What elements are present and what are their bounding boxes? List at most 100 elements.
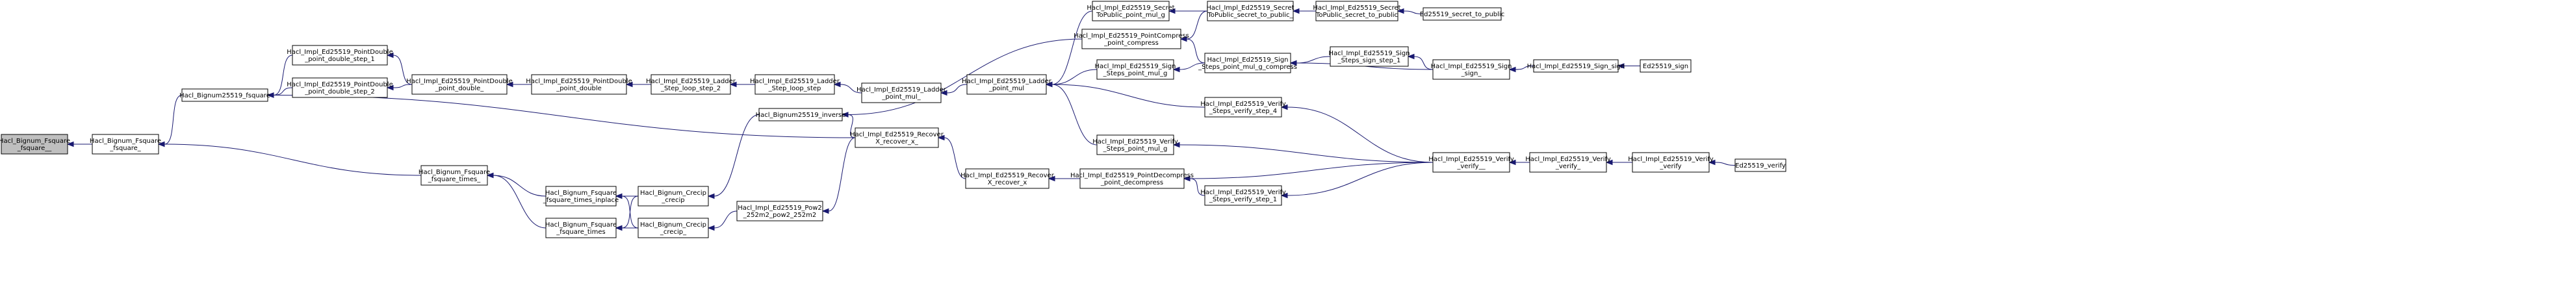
node-label: Hacl_Impl_Ed25519_Sign xyxy=(1207,57,1288,64)
node-label: Hacl_Impl_Ed25519_Pow2 xyxy=(738,205,822,212)
graph-node[interactable]: Hacl_Bignum_Crecip_crecip_ xyxy=(638,218,709,238)
graph-node[interactable]: Hacl_Impl_Ed25519_SecretToPublic_secret_… xyxy=(1206,1,1294,21)
graph-node[interactable]: Hacl_Impl_Ed25519_Sign_sign xyxy=(1527,59,1625,73)
node-label: Hacl_Impl_Ed25519_PointDecompress xyxy=(1070,172,1194,179)
graph-node[interactable]: Hacl_Bignum_Fsquare_fsquare_times_inplac… xyxy=(543,186,619,207)
graph-node[interactable]: Hacl_Bignum_Fsquare_fsquare_ xyxy=(90,134,161,155)
graph-node[interactable]: Hacl_Impl_Ed25519_SecretToPublic_secret_… xyxy=(1313,1,1401,21)
graph-node[interactable]: Hacl_Impl_Ed25519_Verify_verify_ xyxy=(1525,152,1611,173)
graph-node[interactable]: Hacl_Impl_Ed25519_PointDouble_point_doub… xyxy=(287,45,393,66)
edge-arrowhead xyxy=(1179,36,1187,42)
graph-node[interactable]: Hacl_Bignum25519_fsquare xyxy=(179,88,270,102)
graph-node[interactable]: Hacl_Impl_Ed25519_PointDecompress_point_… xyxy=(1070,168,1194,189)
node-box xyxy=(1092,1,1170,21)
graph-node[interactable]: Hacl_Impl_Ed25519_Verify_Steps_verify_st… xyxy=(1200,97,1286,118)
graph-node[interactable]: Hacl_Impl_Ed25519_Ladder_Step_loop_step xyxy=(750,74,840,95)
graph-node[interactable]: Hacl_Impl_Ed25519_Sign_Steps_point_mul_g xyxy=(1094,59,1176,80)
graph-node[interactable]: Ed25519_verify xyxy=(1734,158,1786,172)
graph-node[interactable]: Hacl_Bignum25519_inverse xyxy=(756,108,846,121)
graph-node[interactable]: Hacl_Impl_Ed25519_Ladder_point_mul_ xyxy=(857,82,947,103)
node-box xyxy=(1315,1,1398,21)
edge-arrowhead xyxy=(1605,159,1613,166)
edge-arrowhead xyxy=(1292,8,1300,14)
graph-node[interactable]: Hacl_Impl_Ed25519_Sign_Steps_sign_step_1 xyxy=(1328,46,1410,67)
edge-arrowhead xyxy=(841,112,849,118)
edge-arrowhead xyxy=(157,141,165,147)
node-label: Hacl_Bignum_Fsquare xyxy=(419,169,490,176)
node-label: _fsquare_ xyxy=(109,145,142,152)
graph-edge xyxy=(1051,10,1093,85)
node-box xyxy=(92,134,159,155)
graph-node[interactable]: Hacl_Impl_Ed25519_Verify_verify__ xyxy=(1428,152,1514,173)
edge-arrowhead xyxy=(386,52,394,58)
graph-node[interactable]: Hacl_Bignum_Fsquare_fsquare_times_ xyxy=(419,165,490,186)
node-label: _Steps_verify_step_4 xyxy=(1209,108,1277,115)
node-box xyxy=(1081,29,1181,49)
node-label: _point_double_ xyxy=(435,85,485,92)
graph-node[interactable]: Ed25519_secret_to_public xyxy=(1420,7,1504,21)
node-box xyxy=(736,201,823,221)
graph-node[interactable]: Hacl_Impl_Ed25519_Verify_Steps_point_mul… xyxy=(1092,134,1178,155)
node-box xyxy=(1207,1,1294,21)
graph-node[interactable]: Hacl_Impl_Ed25519_Sign_sign_ xyxy=(1430,59,1512,80)
node-label: Hacl_Impl_Ed25519_PointDouble xyxy=(287,49,393,56)
graph-node[interactable]: Hacl_Impl_Ed25519_PointDouble_point_doub… xyxy=(287,77,393,98)
graph-node[interactable]: Hacl_Impl_Ed25519_Ladder_Step_loop_step_… xyxy=(646,74,736,95)
node-box xyxy=(1529,152,1607,173)
graph-node[interactable]: Hacl_Impl_Ed25519_SecretToPublic_point_m… xyxy=(1087,1,1175,21)
node-label: _fsquare_times xyxy=(556,229,605,236)
node-label: Hacl_Impl_Ed25519_Secret xyxy=(1206,5,1294,12)
graph-node[interactable]: Hacl_Impl_Ed25519_Sign_Steps_point_mul_g… xyxy=(1198,53,1297,73)
node-box xyxy=(855,127,939,148)
graph-node[interactable]: Hacl_Impl_Ed25519_PointDouble_point_doub… xyxy=(406,74,513,95)
graph-node[interactable]: Hacl_Bignum_Fsquare_fsquare_times xyxy=(545,218,617,238)
graph-node[interactable]: Hacl_Impl_Ed25519_Verify_verify xyxy=(1628,152,1714,173)
edge-arrowhead xyxy=(1172,66,1180,73)
graph-node[interactable]: Hacl_Impl_Ed25519_Verify_Steps_verify_st… xyxy=(1200,185,1286,206)
node-label: _Steps_point_mul_g_compress xyxy=(1198,64,1297,71)
graph-edge xyxy=(273,55,293,95)
edge-arrowhead xyxy=(937,134,945,141)
edge-arrowhead xyxy=(833,81,841,88)
node-label: Hacl_Impl_Ed25519_Recover xyxy=(850,131,944,138)
graph-edge xyxy=(164,144,422,176)
edge-arrowhead xyxy=(940,90,947,96)
graph-node-root: Hacl_Bignum_Fsquare_fsquare__ xyxy=(0,134,70,155)
node-box xyxy=(1330,46,1409,67)
node-box xyxy=(1734,158,1786,172)
graph-edge xyxy=(1714,162,1736,166)
node-label: Hacl_Impl_Ed25519_PointDouble xyxy=(406,78,512,85)
graph-edge xyxy=(621,195,639,229)
node-label: _point_mul_ xyxy=(881,94,921,101)
graph-node[interactable]: Ed25519_sign xyxy=(1640,59,1692,73)
graph-node[interactable]: Hacl_Impl_Ed25519_Pow2_252m2_pow2_252m2 xyxy=(736,201,823,221)
node-label: Hacl_Impl_Ed25519_Ladder xyxy=(962,78,1052,85)
edge-arrowhead xyxy=(386,84,394,91)
node-box xyxy=(861,82,942,103)
graph-node[interactable]: Hacl_Impl_Ed25519_PointCompress_point_co… xyxy=(1074,29,1189,49)
node-box xyxy=(545,218,617,238)
node-label: _point_mul xyxy=(988,85,1024,92)
graph-edge xyxy=(1413,56,1434,70)
edge-arrowhead xyxy=(707,225,715,231)
edge-arrowhead xyxy=(1048,175,1055,182)
graph-edge xyxy=(393,84,413,88)
node-box xyxy=(1096,134,1174,155)
node-label: Hacl_Impl_Ed25519_Sign_sign xyxy=(1527,63,1625,70)
graph-edge xyxy=(1515,66,1534,70)
graph-node[interactable]: Hacl_Bignum_Crecip_crecip xyxy=(638,186,709,207)
graph-edge xyxy=(1287,107,1434,163)
node-label: _Steps_point_mul_g xyxy=(1103,70,1168,77)
graph-node[interactable]: Hacl_Impl_Ed25519_PointDouble_point_doub… xyxy=(526,74,632,95)
node-box xyxy=(1079,168,1185,189)
nodes-layer: Hacl_Bignum_Fsquare_fsquare__ Hacl_Bignum… xyxy=(0,1,1786,238)
graph-node[interactable]: Hacl_Impl_Ed25519_Ladder_point_mul xyxy=(962,74,1052,95)
edge-arrowhead xyxy=(821,208,829,214)
edge-arrowhead xyxy=(1183,175,1191,182)
node-label: _point_double_step_1 xyxy=(304,56,375,63)
node-label: Hacl_Impl_Ed25519_Sign xyxy=(1328,50,1410,57)
edge-arrowhead xyxy=(486,172,494,179)
node-label: _point_double xyxy=(556,85,602,92)
